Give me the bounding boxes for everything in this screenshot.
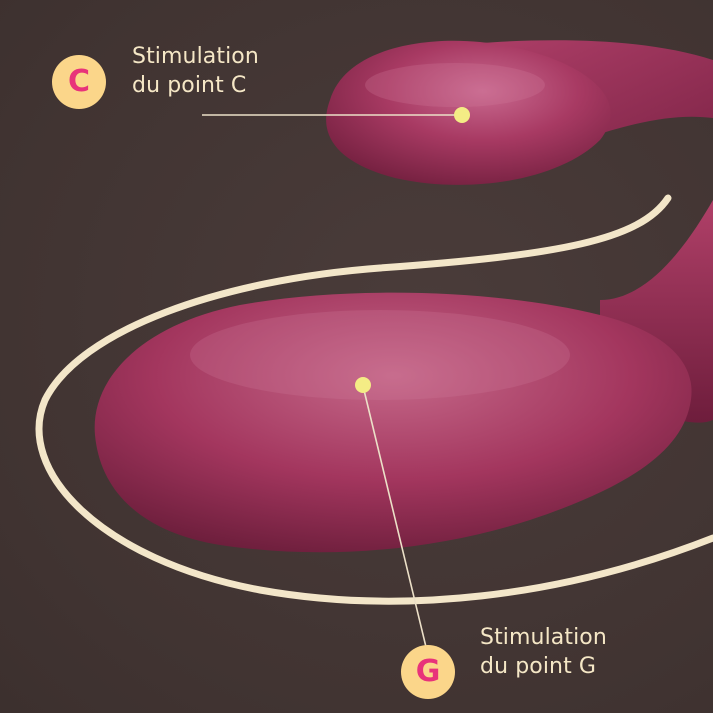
badge-g: G — [401, 645, 455, 699]
pointer-line-g — [362, 385, 427, 648]
marker-dot-g — [355, 377, 371, 393]
device-lobe-large-highlight — [190, 310, 570, 400]
label-g-line1: Stimulation — [480, 625, 607, 650]
label-c: Stimulation du point C — [132, 42, 259, 100]
badge-c-letter: C — [67, 64, 91, 99]
badge-c: C — [52, 55, 106, 109]
label-c-line2: du point C — [132, 73, 247, 98]
badge-g-letter: G — [415, 654, 441, 689]
marker-dot-c — [454, 107, 470, 123]
label-g-line2: du point G — [480, 654, 597, 679]
label-g: Stimulation du point G — [480, 623, 607, 681]
device-lobe-small-highlight — [365, 63, 545, 107]
label-c-line1: Stimulation — [132, 44, 259, 69]
device-lobe-large — [94, 292, 692, 553]
swoosh-curve — [35, 194, 713, 605]
